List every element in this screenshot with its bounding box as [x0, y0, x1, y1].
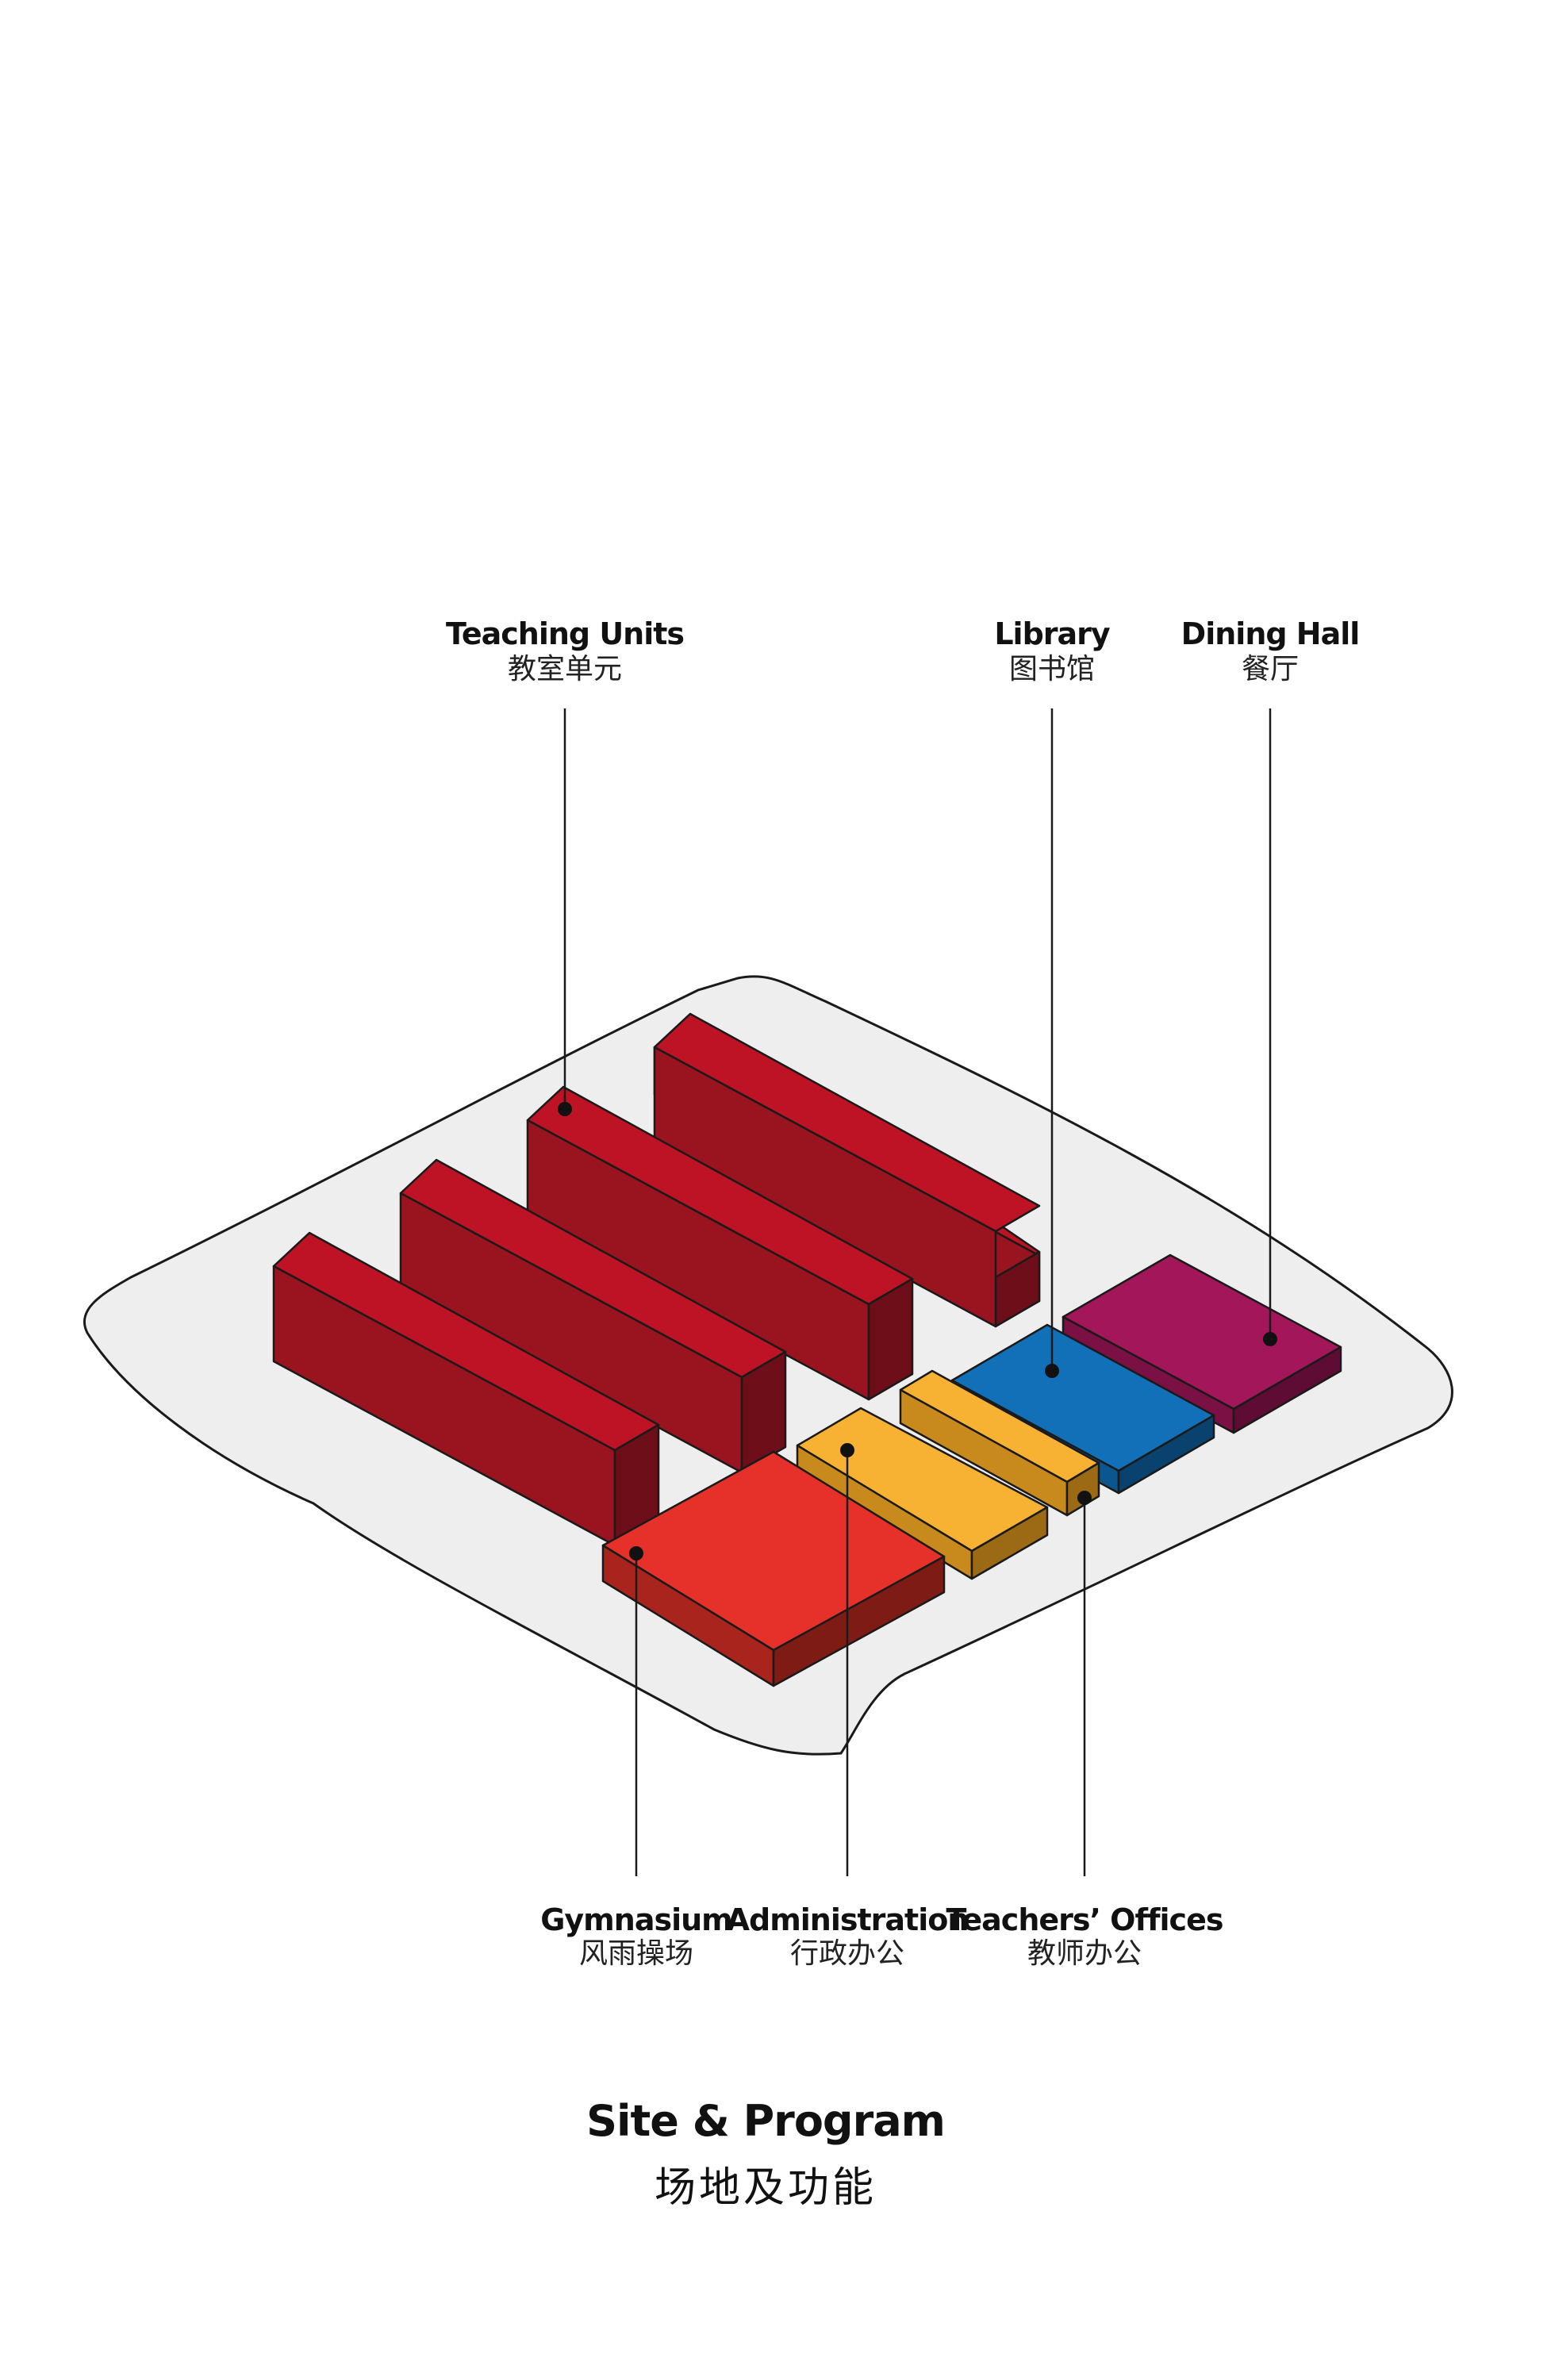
dining-hall-label: Dining Hall	[1181, 616, 1360, 651]
library-label: Library	[994, 616, 1111, 651]
administration-label-zh: 行政办公	[790, 1937, 904, 1970]
teachers-offices-block	[899, 1369, 1100, 1517]
administration-block	[796, 1407, 1049, 1580]
gymnasium-label: Gymnasium	[540, 1902, 732, 1937]
teaching-unit-3	[399, 1158, 787, 1474]
diagram-title: Site & Program	[586, 2096, 945, 2146]
gymnasium-marker	[629, 1546, 643, 1560]
library-marker	[1045, 1364, 1059, 1378]
administration-label: Administration	[727, 1902, 969, 1937]
teachers-offices-marker	[1077, 1491, 1092, 1505]
dining-hall-marker	[1263, 1332, 1277, 1346]
teaching-unit-4	[272, 1231, 660, 1547]
teaching-unit-1	[653, 1012, 1041, 1328]
administration-marker	[840, 1443, 854, 1457]
library-label-zh: 图书馆	[1009, 653, 1095, 685]
teachers-offices-label: Teachers’ Offices	[946, 1902, 1223, 1937]
teaching-units-marker	[558, 1102, 572, 1116]
teaching-unit-2	[526, 1085, 914, 1401]
gymnasium-label-zh: 风雨操场	[579, 1937, 693, 1970]
gymnasium-block	[601, 1450, 946, 1687]
teaching-units-label-zh: 教室单元	[508, 653, 622, 685]
teachers-offices-label-zh: 教师办公	[1027, 1937, 1142, 1970]
teaching-units-label: Teaching Units	[446, 616, 684, 651]
diagram-title-zh: 场地及功能	[655, 2164, 877, 2212]
dining-hall-label-zh: 餐厅	[1242, 653, 1299, 685]
